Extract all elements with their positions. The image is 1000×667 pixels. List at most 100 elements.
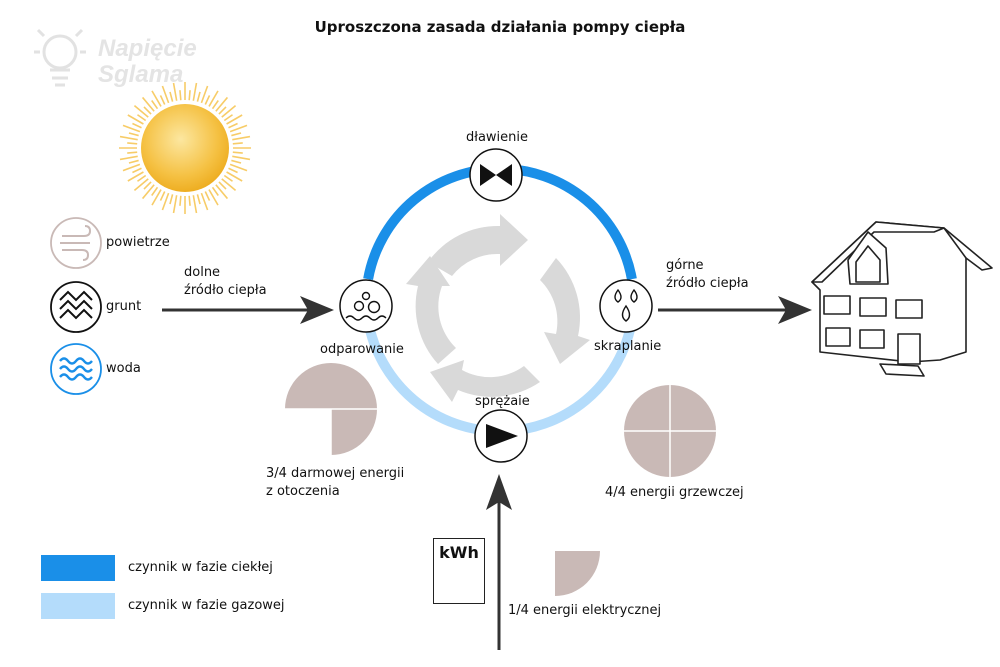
sun-ray bbox=[204, 95, 211, 105]
electric-input-arrowhead bbox=[486, 474, 512, 510]
lower-source-arrowhead bbox=[300, 296, 334, 324]
sun-ray bbox=[179, 195, 182, 206]
sun-ray bbox=[232, 142, 243, 145]
stage-label-condensation: skraplanie bbox=[594, 339, 662, 354]
heat-flow-arrows bbox=[162, 296, 812, 650]
free-energy-pie bbox=[285, 363, 377, 455]
sun-ray bbox=[137, 174, 147, 182]
sun-ray bbox=[208, 90, 219, 107]
sun-ray bbox=[211, 100, 219, 110]
sun-ray bbox=[169, 91, 174, 102]
sun-ray bbox=[232, 155, 251, 161]
sun-ray bbox=[229, 163, 248, 172]
sun-ray bbox=[188, 195, 191, 206]
sun-ray bbox=[215, 184, 229, 200]
sun-ray bbox=[151, 100, 159, 110]
electric-energy-pie bbox=[555, 551, 600, 596]
diagram-title: Uproszczona zasada działania pompy ciepł… bbox=[314, 18, 686, 36]
sun-ray bbox=[161, 85, 170, 104]
compressor-icon bbox=[474, 409, 528, 463]
sun-ray bbox=[143, 181, 152, 190]
sun-ray bbox=[188, 90, 191, 101]
sun-ray bbox=[169, 194, 174, 205]
cycle-arrows-icon bbox=[406, 214, 590, 402]
sun-ray bbox=[127, 142, 138, 145]
sun-ray bbox=[172, 82, 178, 101]
free-energy-label: 3/4 darmowej energii z otoczenia bbox=[266, 466, 405, 499]
sun-ray bbox=[226, 171, 243, 182]
sun-ray bbox=[159, 95, 166, 105]
sun-ray bbox=[179, 90, 182, 101]
sun-ray bbox=[192, 82, 198, 101]
evaporation-bubbles-icon bbox=[339, 279, 393, 333]
sun-ray bbox=[122, 163, 141, 172]
sun-ray bbox=[122, 124, 141, 133]
sun-ray bbox=[127, 151, 138, 154]
heating-energy-pie bbox=[624, 385, 716, 477]
sun-ray bbox=[128, 159, 139, 164]
sun-ray bbox=[159, 191, 166, 201]
sun-ray bbox=[200, 192, 209, 211]
stage-label-throttling: dławienie bbox=[466, 130, 529, 145]
sun-ray bbox=[143, 106, 152, 115]
electric-energy-label: 1/4 energii elektrycznej bbox=[508, 603, 662, 618]
sun-ray bbox=[119, 155, 138, 161]
sun-ray bbox=[221, 104, 237, 118]
sun-ray bbox=[215, 96, 229, 112]
sun-ray bbox=[218, 106, 227, 115]
sun-ray bbox=[229, 124, 248, 133]
sun-ray bbox=[223, 174, 233, 182]
upper-source-arrowhead bbox=[778, 296, 812, 324]
sun-ray bbox=[196, 194, 201, 205]
legend-liquid-swatch bbox=[41, 555, 115, 581]
sun-ray bbox=[221, 178, 237, 192]
sun-icon bbox=[119, 82, 251, 214]
sun-ray bbox=[161, 192, 170, 211]
sun-ray bbox=[133, 104, 149, 118]
sun-ray bbox=[151, 186, 159, 196]
throttling-valve-icon bbox=[469, 148, 523, 202]
sun-ray bbox=[231, 132, 242, 137]
condensation-droplets-icon bbox=[599, 279, 653, 333]
sun-ray bbox=[228, 122, 238, 129]
water-waves-icon bbox=[50, 343, 102, 395]
sun-ray bbox=[223, 114, 233, 122]
sun-ray bbox=[232, 135, 251, 141]
sun-ray bbox=[133, 178, 149, 192]
air-wind-icon bbox=[50, 217, 102, 269]
sun-ray bbox=[141, 96, 155, 112]
sun-ray bbox=[200, 85, 209, 104]
legend-gas-label: czynnik w fazie gazowej bbox=[128, 598, 285, 613]
legend-gas-swatch bbox=[41, 593, 115, 619]
sun-ray bbox=[228, 167, 238, 174]
watermark-text: Napięcie Sglama bbox=[98, 35, 197, 88]
sun-ray bbox=[204, 191, 211, 201]
kwh-label: kWh bbox=[439, 543, 479, 562]
house-icon bbox=[811, 221, 993, 377]
stage-label-compression: sprężaie bbox=[475, 394, 530, 409]
upper-source-label: górne źródło ciepła bbox=[666, 258, 749, 291]
sun-ray bbox=[208, 189, 219, 206]
sun-ray bbox=[119, 135, 138, 141]
watermark-logo-icon bbox=[34, 28, 86, 87]
sun-ray bbox=[232, 151, 243, 154]
sun-ray bbox=[211, 186, 219, 196]
lower-source-label: dolne źródło ciepła bbox=[184, 265, 267, 298]
source-label-ground: grunt bbox=[106, 299, 142, 314]
sun-ray bbox=[127, 114, 144, 125]
sun-ray bbox=[127, 171, 144, 182]
sun-ray bbox=[172, 195, 178, 214]
legend-liquid-label: czynnik w fazie ciekłej bbox=[128, 560, 273, 575]
kwh-meter: kWh bbox=[433, 538, 485, 604]
source-label-water: woda bbox=[106, 361, 141, 376]
heating-energy-label: 4/4 energii grzewczej bbox=[605, 485, 744, 500]
sun-ray bbox=[218, 181, 227, 190]
sun-ray bbox=[137, 114, 147, 122]
sun-ray bbox=[141, 184, 155, 200]
sun-ray bbox=[231, 159, 242, 164]
sun-ray bbox=[226, 114, 243, 125]
sun-ray bbox=[151, 90, 162, 107]
sun-ray bbox=[196, 91, 201, 102]
stage-label-evaporation: odparowanie bbox=[320, 342, 404, 357]
